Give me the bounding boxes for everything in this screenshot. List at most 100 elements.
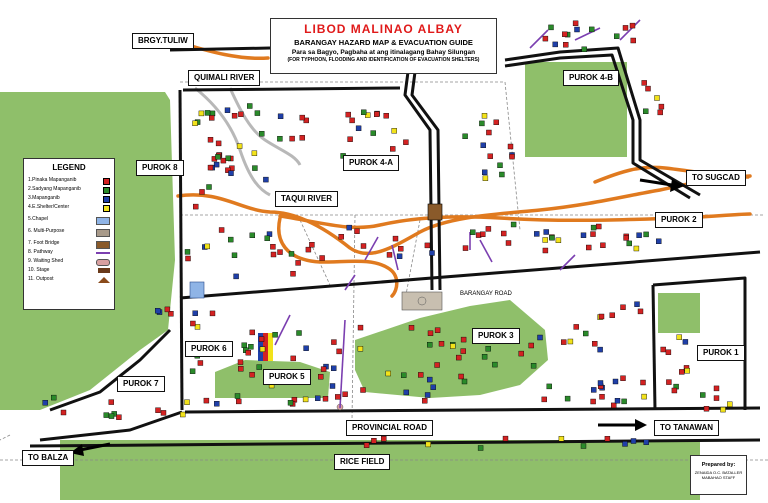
house-marker	[272, 332, 278, 338]
house-marker	[502, 435, 509, 442]
house-marker	[189, 368, 196, 374]
house-marker	[238, 111, 244, 117]
house-marker	[487, 153, 493, 159]
house-marker	[552, 41, 558, 48]
road-purok-1	[651, 284, 657, 411]
house-marker	[184, 249, 191, 255]
house-marker	[155, 407, 161, 413]
house-marker	[720, 406, 726, 413]
house-marker	[258, 336, 265, 342]
house-marker	[360, 243, 367, 249]
green-area-purok-3	[355, 300, 548, 398]
house-marker	[386, 252, 393, 258]
house-marker	[204, 243, 211, 250]
house-marker	[259, 346, 266, 352]
map-subtitle-english: (FOR TYPHOON, FLOODING AND IDENTIFICATIO…	[287, 57, 480, 63]
house-marker	[493, 119, 499, 126]
house-marker	[518, 350, 524, 357]
house-marker	[249, 372, 255, 378]
house-marker	[600, 242, 606, 249]
prepared-by-label: Prepared by:	[701, 462, 736, 468]
legend-swatch-square	[103, 187, 110, 194]
taqui-river	[176, 174, 750, 256]
house-marker	[225, 167, 231, 173]
house-marker	[305, 246, 312, 253]
legend-swatch-square	[103, 205, 110, 212]
house-marker	[425, 441, 431, 448]
legend-item-label: 8. Pathway	[28, 249, 53, 255]
house-marker	[622, 441, 628, 447]
house-marker	[501, 230, 507, 237]
house-marker	[252, 165, 258, 171]
map-title: LIBOD MALINAO ALBAY	[304, 22, 463, 36]
label-to-balza: TO BALZA	[22, 450, 75, 466]
house-marker	[462, 245, 469, 251]
house-marker	[634, 301, 640, 307]
house-marker	[237, 359, 244, 365]
label-purok-2: PUROK 2	[655, 212, 703, 228]
house-marker	[338, 233, 344, 240]
house-marker	[204, 110, 211, 116]
house-marker	[434, 327, 441, 333]
house-marker	[383, 112, 389, 119]
house-marker	[537, 334, 543, 341]
house-marker	[315, 395, 321, 401]
label-purok-5: PUROK 5	[263, 369, 311, 385]
house-marker	[427, 330, 434, 336]
house-marker	[614, 33, 620, 39]
multi-purpose-hall	[401, 291, 443, 311]
house-marker	[357, 346, 364, 352]
house-marker	[727, 401, 733, 407]
house-marker	[215, 154, 221, 160]
map-subtitle: BARANGAY HAZARD MAP & EVACUATION GUIDE	[294, 38, 473, 47]
house-marker	[299, 114, 305, 121]
house-marker	[225, 155, 232, 161]
map-subtitle-local: Para sa Bagyo, Pagbaha at ang itinalagan…	[291, 49, 476, 56]
house-marker	[290, 271, 296, 277]
legend-item-label: 7. Foot Bridge	[28, 240, 60, 246]
legend-swatch-multi-purpose	[96, 229, 110, 237]
house-marker	[392, 235, 399, 242]
legend-swatch-square	[103, 196, 110, 203]
house-marker	[682, 339, 689, 345]
provincial-road-south	[29, 438, 761, 448]
house-marker	[207, 136, 214, 143]
house-marker	[320, 366, 327, 372]
legend-item: 8. Pathway	[24, 248, 114, 257]
house-marker	[164, 306, 171, 313]
house-marker	[116, 414, 122, 420]
label-provincial-road: PROVINCIAL ROAD	[346, 420, 433, 436]
house-marker	[370, 130, 376, 136]
house-marker	[355, 125, 362, 132]
road-north-top	[169, 46, 271, 52]
label-purok-7: PUROK 7	[117, 376, 165, 392]
house-marker	[192, 120, 198, 127]
house-marker	[249, 232, 256, 239]
house-marker	[234, 393, 241, 399]
house-marker	[450, 343, 456, 349]
house-marker	[231, 252, 238, 259]
house-marker	[197, 360, 204, 366]
house-marker	[287, 400, 294, 406]
house-marker	[542, 35, 549, 42]
house-marker	[336, 348, 342, 355]
house-marker	[563, 42, 569, 48]
road-to-sugcad	[504, 46, 701, 197]
house-marker	[480, 142, 486, 149]
legend-item-label: 4.E.Shelter/Center	[28, 204, 70, 210]
house-marker	[580, 443, 587, 449]
house-marker	[190, 320, 196, 327]
house-marker	[302, 396, 309, 403]
house-marker	[604, 436, 611, 442]
house-marker	[486, 129, 492, 136]
house-marker	[589, 26, 595, 33]
label-to-tanawan: TO TANAWAN	[654, 420, 720, 436]
house-marker	[528, 342, 534, 349]
house-marker	[657, 109, 663, 116]
pathways	[274, 19, 641, 409]
house-marker	[622, 25, 629, 31]
house-marker	[331, 365, 337, 371]
road-north	[182, 86, 401, 92]
house-marker	[482, 169, 488, 176]
